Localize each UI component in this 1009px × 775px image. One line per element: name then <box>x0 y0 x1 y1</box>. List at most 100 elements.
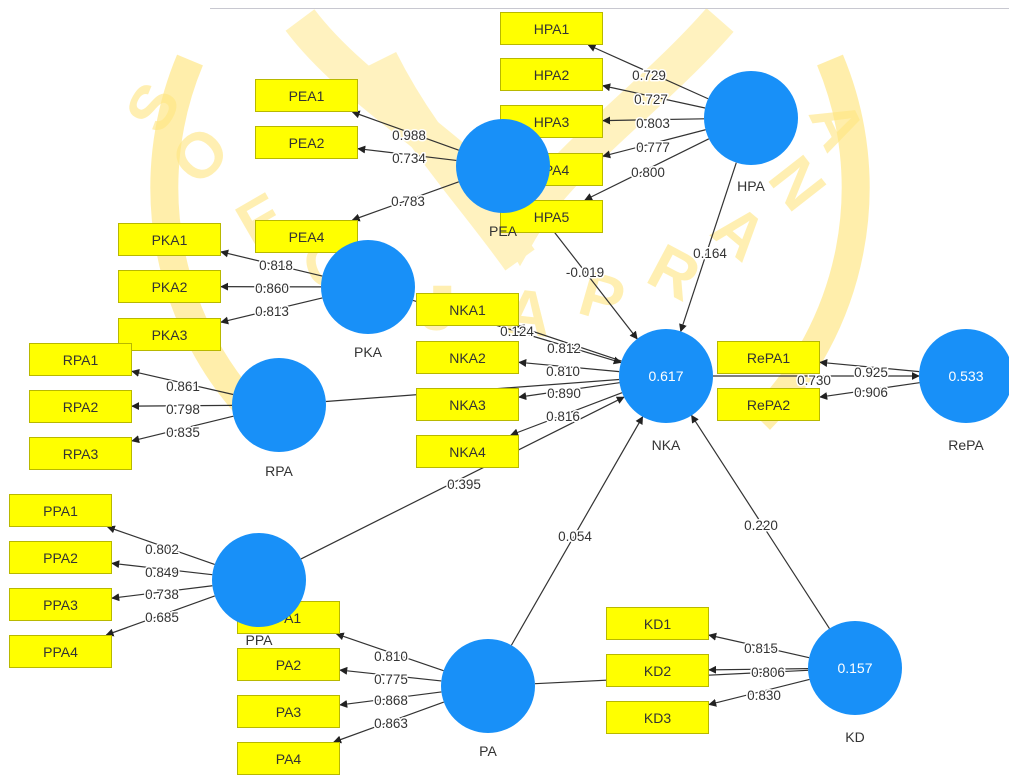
construct-hpa[interactable] <box>704 71 798 165</box>
loading-value-nka2: 0.810 <box>546 364 580 379</box>
loading-edge-kd2 <box>709 669 808 670</box>
loading-value-pa3: 0.868 <box>374 693 408 708</box>
r-squared-value: 0.617 <box>648 368 683 384</box>
loading-edge-pa3 <box>340 692 441 705</box>
indicator-pa2[interactable]: PA2 <box>237 648 340 681</box>
indicator-pka1[interactable]: PKA1 <box>118 223 221 256</box>
loading-edge-ppa3 <box>112 586 212 598</box>
indicator-hpa2[interactable]: HPA2 <box>500 58 603 91</box>
indicator-repa2[interactable]: RePA2 <box>717 388 820 421</box>
construct-repa[interactable]: 0.533 <box>919 329 1009 423</box>
loading-value-pea1: 0.988 <box>392 128 426 143</box>
construct-label-nka: NKA <box>616 437 716 453</box>
construct-kd[interactable]: 0.157 <box>808 621 902 715</box>
indicator-rpa1[interactable]: RPA1 <box>29 343 132 376</box>
loading-edge-rpa3 <box>132 416 233 441</box>
path-coefficient-pa-nka: 0.054 <box>558 529 592 544</box>
top-divider <box>210 8 1009 9</box>
loading-edge-ppa1 <box>108 527 215 564</box>
indicator-nka4[interactable]: NKA4 <box>416 435 519 468</box>
loading-edge-pea1 <box>352 112 458 150</box>
indicator-kd3[interactable]: KD3 <box>606 701 709 734</box>
path-coefficient-kd-nka: 0.220 <box>744 518 778 533</box>
indicator-pea1[interactable]: PEA1 <box>255 79 358 112</box>
loading-edge-pka3 <box>221 298 322 322</box>
loading-value-rpa2: 0.798 <box>166 402 200 417</box>
loading-edge-rpa1 <box>132 371 233 394</box>
loading-value-rpa3: 0.835 <box>166 425 200 440</box>
loading-value-rpa1: 0.861 <box>166 379 200 394</box>
loading-edge-repa2 <box>820 383 919 397</box>
loading-value-ppa2: 0.849 <box>145 565 179 580</box>
loading-value-hpa4: 0.777 <box>636 140 670 155</box>
loading-edge-pea2 <box>358 149 456 161</box>
loading-edge-pa4 <box>334 702 444 742</box>
indicator-pka2[interactable]: PKA2 <box>118 270 221 303</box>
indicator-ppa3[interactable]: PPA3 <box>9 588 112 621</box>
indicator-rpa3[interactable]: RPA3 <box>29 437 132 470</box>
construct-pka[interactable] <box>321 240 415 334</box>
loading-value-kd2: 0.806 <box>751 665 785 680</box>
construct-ppa[interactable] <box>212 533 306 627</box>
loading-edge-hpa1 <box>588 45 708 99</box>
indicator-pa4[interactable]: PA4 <box>237 742 340 775</box>
loading-value-pa2: 0.775 <box>374 672 408 687</box>
path-coefficient-hpa-nka: 0.164 <box>693 246 727 261</box>
construct-label-kd: KD <box>805 729 905 745</box>
indicator-pka3[interactable]: PKA3 <box>118 318 221 351</box>
indicator-ppa1[interactable]: PPA1 <box>9 494 112 527</box>
loading-value-hpa5: 0.800 <box>631 165 665 180</box>
construct-pa[interactable] <box>441 639 535 733</box>
svg-text:P: P <box>572 257 633 338</box>
r-squared-value: 0.533 <box>948 368 983 384</box>
construct-pea[interactable] <box>456 119 550 213</box>
indicator-hpa1[interactable]: HPA1 <box>500 12 603 45</box>
construct-label-repa: RePA <box>916 437 1009 453</box>
loading-value-ppa1: 0.802 <box>145 542 179 557</box>
indicator-nka3[interactable]: NKA3 <box>416 388 519 421</box>
loading-value-pea4: 0.783 <box>391 194 425 209</box>
indicator-pa3[interactable]: PA3 <box>237 695 340 728</box>
indicator-repa1[interactable]: RePA1 <box>717 341 820 374</box>
loading-value-kd1: 0.815 <box>744 641 778 656</box>
indicator-ppa4[interactable]: PPA4 <box>9 635 112 668</box>
indicator-pea2[interactable]: PEA2 <box>255 126 358 159</box>
loading-edge-nka3 <box>519 383 619 397</box>
construct-nka[interactable]: 0.617 <box>619 329 713 423</box>
construct-label-rpa: RPA <box>229 463 329 479</box>
svg-text:O: O <box>157 112 243 198</box>
svg-text:R: R <box>637 230 712 315</box>
path-coefficient-pka-nka: 0.124 <box>500 324 534 339</box>
loading-edge-pka1 <box>221 252 322 276</box>
loading-value-nka4: 0.816 <box>546 409 580 424</box>
loading-edge-kd3 <box>709 679 809 704</box>
construct-label-pka: PKA <box>318 344 418 360</box>
loading-edge-hpa5 <box>585 139 709 200</box>
loading-edge-repa1 <box>820 362 919 371</box>
construct-label-pea: PEA <box>453 223 553 239</box>
construct-rpa[interactable] <box>232 358 326 452</box>
indicator-ppa2[interactable]: PPA2 <box>9 541 112 574</box>
indicator-nka1[interactable]: NKA1 <box>416 293 519 326</box>
path-coefficient-nka-repa: 0.730 <box>797 373 831 388</box>
path-coefficient-pea-nka: -0.019 <box>566 265 604 280</box>
svg-text:A: A <box>795 88 880 161</box>
r-squared-value: 0.157 <box>837 660 872 676</box>
loading-value-nka1: 0.812 <box>547 341 581 356</box>
loading-value-pa1: 0.810 <box>374 649 408 664</box>
indicator-kd1[interactable]: KD1 <box>606 607 709 640</box>
loading-value-ppa3: 0.738 <box>145 587 179 602</box>
loading-value-hpa1: 0.729 <box>632 68 666 83</box>
loading-edge-rpa2 <box>132 405 232 406</box>
loading-value-hpa3: 0.803 <box>636 116 670 131</box>
loading-value-hpa2: 0.727 <box>634 92 668 107</box>
construct-label-hpa: HPA <box>701 178 801 194</box>
loading-value-pka1: 0.818 <box>259 258 293 273</box>
loading-edge-pea4 <box>352 182 458 220</box>
indicator-rpa2[interactable]: RPA2 <box>29 390 132 423</box>
path-edge-ppa-nka <box>301 397 624 559</box>
loading-edge-nka1 <box>517 326 622 361</box>
indicator-kd2[interactable]: KD2 <box>606 654 709 687</box>
indicator-nka2[interactable]: NKA2 <box>416 341 519 374</box>
loading-edge-ppa4 <box>106 596 214 635</box>
